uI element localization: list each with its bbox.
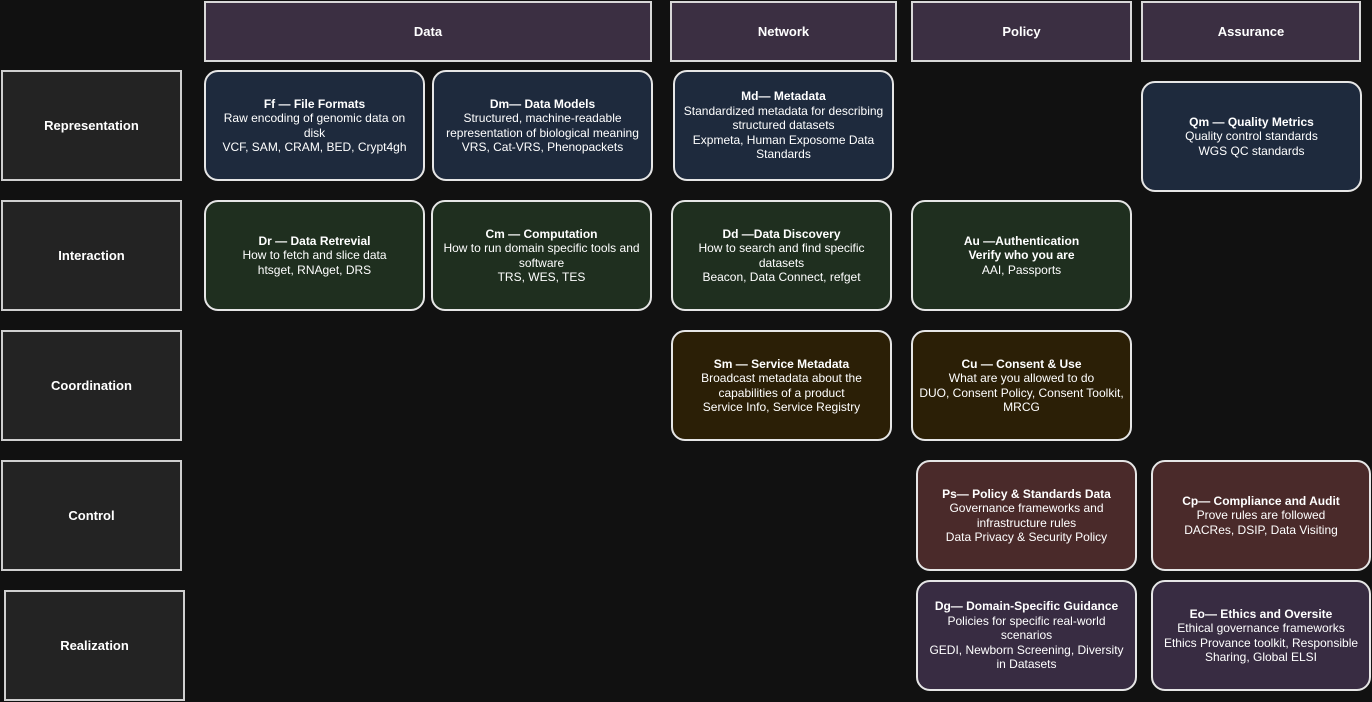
card-examples: Data Privacy & Security Policy <box>945 530 1108 544</box>
card-examples: Expmeta, Human Exposome Data Standards <box>692 132 875 162</box>
card-examples: Service Info, Service Registry <box>702 400 861 414</box>
card-examples: VCF, SAM, CRAM, BED, Crypt4gh <box>222 140 407 154</box>
card-title: Dm— Data Models <box>489 96 596 111</box>
card-ethics-oversight: Eo— Ethics and Oversite Ethical governan… <box>1151 580 1371 691</box>
card-examples: Ethics Provance toolkit, Responsible Sha… <box>1163 635 1359 665</box>
card-service-metadata: Sm — Service Metadata Broadcast metadata… <box>671 330 892 441</box>
card-examples: VRS, Cat-VRS, Phenopackets <box>461 140 624 154</box>
card-examples: TRS, WES, TES <box>497 270 586 284</box>
card-description: Raw encoding of genomic data on disk <box>223 111 406 140</box>
card-examples: Beacon, Data Connect, refget <box>702 270 861 284</box>
card-description: How to search and find specific datasets <box>698 241 865 270</box>
card-description: Policies for specific real-world scenari… <box>947 613 1106 643</box>
card-title: Dd —Data Discovery <box>722 226 841 241</box>
card-title: Ps— Policy & Standards Data <box>942 486 1111 501</box>
card-policy-standards-data: Ps— Policy & Standards Data Governance f… <box>916 460 1137 571</box>
card-examples: AAI, Passports <box>981 262 1062 277</box>
card-examples: DACRes, DSIP, Data Visiting <box>1184 522 1338 537</box>
row-header-interaction: Interaction <box>1 200 182 311</box>
card-title: Au —Authentication <box>963 233 1080 248</box>
card-title: Ff — File Formats <box>263 96 366 111</box>
card-authentication: Au —Authentication Verify who you are AA… <box>911 200 1132 311</box>
column-header-policy: Policy <box>911 1 1132 62</box>
card-description: Structured, machine-readable representat… <box>446 111 639 140</box>
card-examples: htsget, RNAget, DRS <box>257 262 372 277</box>
card-title: Cm — Computation <box>485 226 598 241</box>
card-description: What are you allowed to do <box>948 371 1095 385</box>
card-title: Sm — Service Metadata <box>713 356 850 371</box>
card-description: Standardized metadata for describing str… <box>683 103 884 133</box>
card-title: Qm — Quality Metrics <box>1189 114 1314 129</box>
card-compliance-audit: Cp— Compliance and Audit Prove rules are… <box>1151 460 1371 571</box>
card-title: Cp— Compliance and Audit <box>1182 493 1340 508</box>
card-description: How to run domain specific tools and sof… <box>443 241 640 270</box>
card-consent-use: Cu — Consent & Use What are you allowed … <box>911 330 1132 441</box>
card-subtitle: Verify who you are <box>968 248 1075 263</box>
card-description: Quality control standards <box>1185 129 1318 144</box>
card-description: Broadcast metadata about the capabilitie… <box>701 371 862 400</box>
card-computation: Cm — Computation How to run domain speci… <box>431 200 652 311</box>
card-examples: DUO, Consent Policy, Consent Toolkit, MR… <box>919 385 1124 415</box>
card-data-models: Dm— Data Models Structured, machine-read… <box>432 70 653 181</box>
row-header-representation: Representation <box>1 70 182 181</box>
card-examples: GEDI, Newborn Screening, Diversity in Da… <box>929 642 1124 672</box>
card-examples: WGS QC standards <box>1198 143 1305 158</box>
row-header-coordination: Coordination <box>1 330 182 441</box>
card-description: Governance frameworks and infrastructure… <box>949 501 1104 530</box>
card-data-discovery: Dd —Data Discovery How to search and fin… <box>671 200 892 311</box>
card-data-retrieval: Dr — Data Retrevial How to fetch and sli… <box>204 200 425 311</box>
card-title: Dr — Data Retrevial <box>258 233 371 248</box>
column-header-network: Network <box>670 1 897 62</box>
column-header-assurance: Assurance <box>1141 1 1361 62</box>
card-quality-metrics: Qm — Quality Metrics Quality control sta… <box>1141 81 1362 192</box>
column-header-data: Data <box>204 1 652 62</box>
card-title: Md— Metadata <box>741 89 826 104</box>
card-domain-specific-guidance: Dg— Domain-Specific Guidance Policies fo… <box>916 580 1137 691</box>
card-title: Cu — Consent & Use <box>961 356 1082 371</box>
card-description: How to fetch and slice data <box>242 248 387 263</box>
row-header-control: Control <box>1 460 182 571</box>
row-header-realization: Realization <box>4 590 185 701</box>
card-metadata: Md— Metadata Standardized metadata for d… <box>673 70 894 181</box>
card-title: Eo— Ethics and Oversite <box>1189 606 1333 621</box>
card-title: Dg— Domain-Specific Guidance <box>934 599 1119 614</box>
card-file-formats: Ff — File Formats Raw encoding of genomi… <box>204 70 425 181</box>
card-description: Prove rules are followed <box>1196 508 1326 523</box>
card-description: Ethical governance frameworks <box>1177 621 1345 635</box>
